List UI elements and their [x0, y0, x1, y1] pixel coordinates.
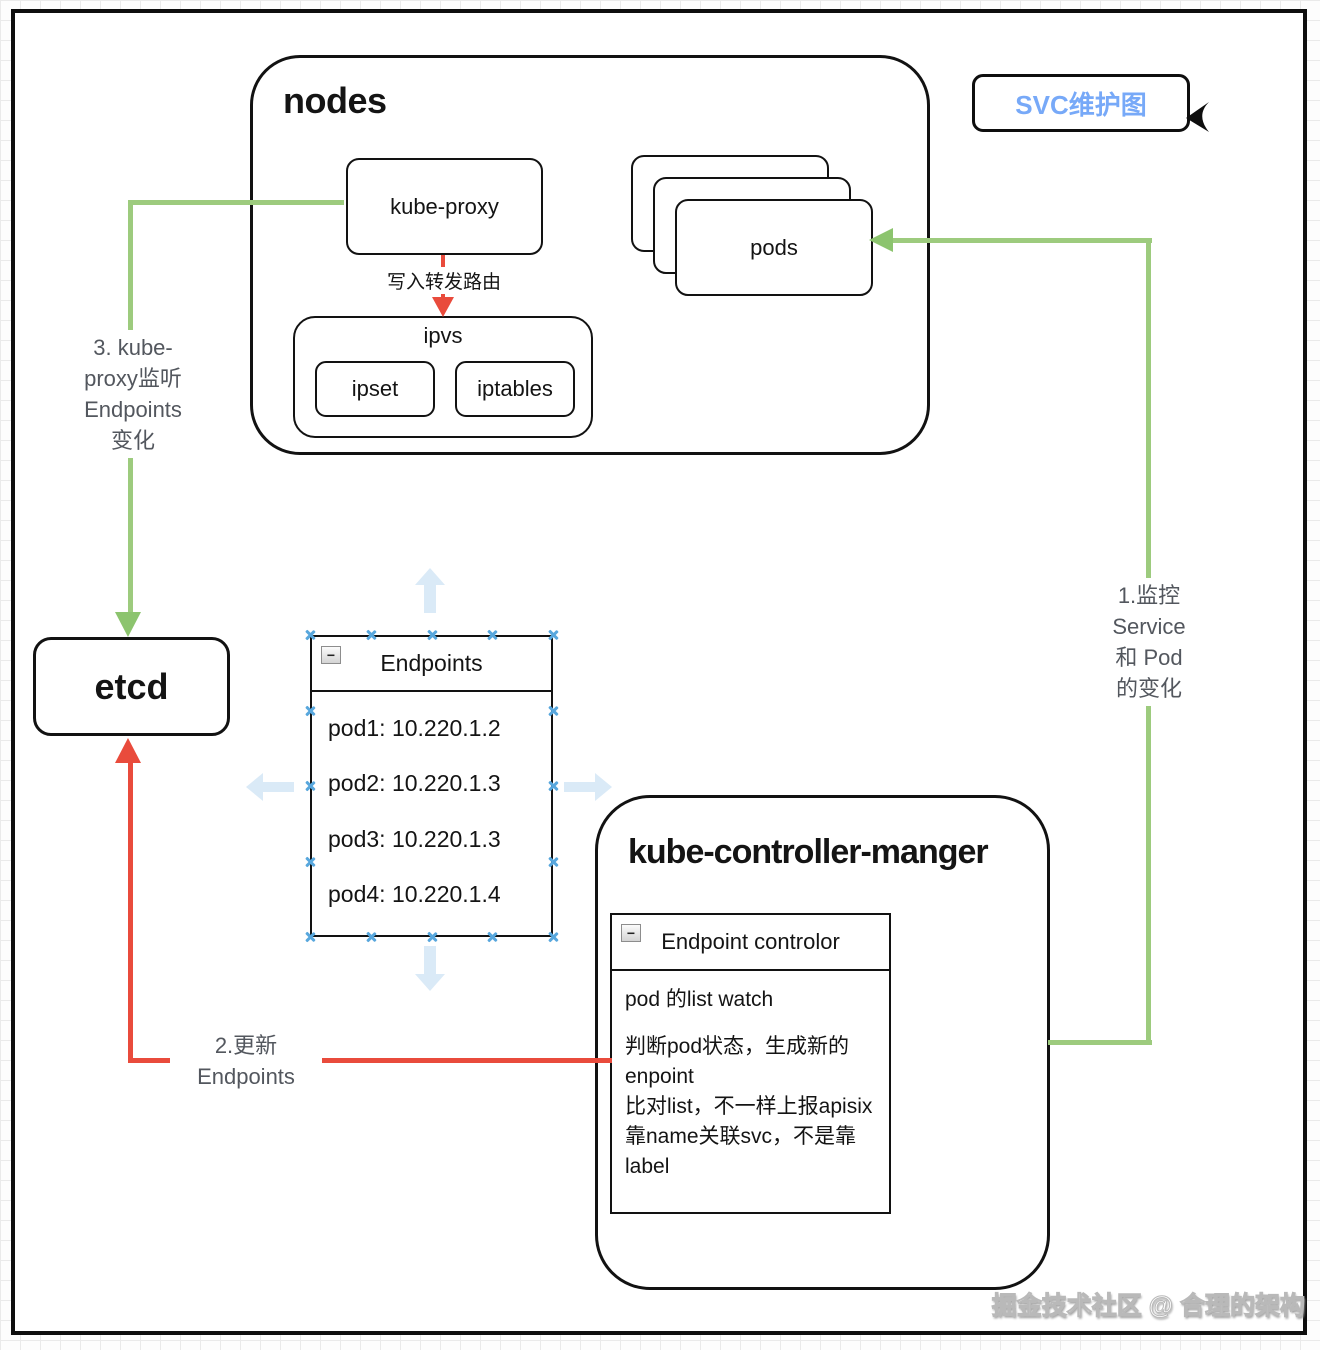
endpoint-row: pod1: 10.220.1.2 — [328, 715, 501, 741]
ipvs-label: ipvs — [423, 323, 463, 348]
connector-controller-pods-h2[interactable] — [891, 238, 1152, 243]
endpoints-table-header: − Endpoints — [312, 637, 551, 692]
controller-note: 比对list，不一样上报apisix — [625, 1095, 873, 1118]
step1-label: 1.监控 Service 和 Pod 的变化 — [1096, 578, 1202, 706]
etcd-label: etcd — [94, 665, 169, 707]
selection-handle[interactable] — [486, 629, 498, 641]
step1-line3: 和 Pod — [1115, 645, 1183, 670]
endpoint-controller-table[interactable]: − Endpoint controlor pod 的list watch 判断p… — [610, 913, 891, 1214]
endpoints-table-body: pod1: 10.220.1.2 pod2: 10.220.1.3 pod3: … — [312, 692, 551, 932]
nodes-group[interactable]: nodes kube-proxy pods 写入转发路由 ipvs ipset … — [250, 55, 930, 455]
controller-note: 靠name关联svc，不是靠label — [625, 1125, 857, 1178]
pods-label: pods — [750, 234, 798, 260]
collapse-icon[interactable]: − — [321, 646, 341, 664]
selection-handle[interactable] — [547, 629, 559, 641]
step2-line1: 2.更新 — [214, 1033, 278, 1058]
etcd-box[interactable]: etcd — [33, 637, 230, 736]
cursor-icon — [1186, 102, 1209, 132]
selection-handle[interactable] — [547, 780, 559, 792]
step3-line3: Endpoints — [84, 397, 182, 422]
controller-note: pod 的list watch — [625, 988, 774, 1011]
ipset-label: ipset — [351, 376, 399, 401]
selection-handle[interactable] — [365, 931, 377, 943]
step3-label: 3. kube- proxy监听 Endpoints 变化 — [35, 330, 231, 458]
endpoint-row: pod4: 10.220.1.4 — [328, 880, 501, 907]
collapse-icon[interactable]: − — [621, 924, 641, 942]
connector-update-endpoints-h[interactable] — [128, 1058, 612, 1063]
selection-handle[interactable] — [547, 931, 559, 943]
endpoint-row: pod2: 10.220.1.3 — [328, 770, 501, 797]
kube-proxy-label: kube-proxy — [390, 193, 499, 219]
endpoints-table-title: Endpoints — [380, 650, 483, 676]
endpoints-table[interactable]: − Endpoints pod1: 10.220.1.2 pod2: 10.22… — [310, 635, 553, 937]
collapse-glyph: − — [326, 647, 336, 663]
selection-handle[interactable] — [547, 856, 559, 868]
connector-controller-pods-h1[interactable] — [1048, 1040, 1152, 1045]
ipvs-box[interactable]: ipvs ipset iptables — [293, 316, 593, 438]
iptables-box[interactable]: iptables — [455, 361, 575, 417]
svc-title-badge[interactable]: SVC维护图 — [972, 74, 1190, 132]
arrowhead-down-etcd — [115, 612, 141, 637]
step1-line1: 1.监控 — [1117, 583, 1181, 608]
expand-left-arrow[interactable] — [246, 773, 294, 801]
kube-proxy-box[interactable]: kube-proxy — [346, 158, 543, 255]
selection-handle[interactable] — [304, 856, 316, 868]
arrowhead-up-etcd — [115, 738, 141, 763]
connector-kubeproxy-etcd-v2[interactable] — [128, 452, 133, 614]
selection-handle[interactable] — [304, 705, 316, 717]
controller-note: 判断pod状态，生成新的enpoint — [625, 1035, 850, 1088]
endpoint-controller-header: − Endpoint controlor — [612, 915, 889, 971]
route-label: 写入转发路由 — [361, 267, 527, 294]
arrowhead-down-ipvs — [432, 297, 454, 317]
endpoint-row: pod3: 10.220.1.3 — [328, 825, 501, 852]
arrowhead-left-pods — [869, 228, 893, 252]
ipset-box[interactable]: ipset — [315, 361, 435, 417]
connector-kubeproxy-etcd-h[interactable] — [130, 200, 344, 205]
expand-up-arrow[interactable] — [415, 568, 445, 613]
watermark: 掘金技术社区 @ 合理的架构 — [991, 1292, 1305, 1321]
step2-line2: Endpoints — [197, 1064, 295, 1089]
connector-update-endpoints-v[interactable] — [128, 760, 133, 1063]
endpoint-controller-title: Endpoint controlor — [661, 929, 840, 954]
expand-right-arrow[interactable] — [564, 773, 612, 801]
step3-line1: 3. kube- — [93, 335, 173, 360]
selection-handle[interactable] — [304, 629, 316, 641]
nodes-title: nodes — [283, 80, 387, 121]
selection-handle[interactable] — [426, 931, 438, 943]
step1-line2: Service — [1112, 614, 1186, 639]
selection-handle[interactable] — [426, 629, 438, 641]
step1-line4: 的变化 — [1115, 676, 1182, 701]
endpoint-controller-body: pod 的list watch 判断pod状态，生成新的enpoint 比对li… — [612, 971, 889, 1192]
step3-line2: proxy监听 — [84, 366, 182, 391]
iptables-label: iptables — [477, 376, 553, 401]
svc-badge-label: SVC维护图 — [1015, 89, 1147, 120]
step2-label: 2.更新 Endpoints — [170, 1028, 322, 1094]
pods-box-front[interactable]: pods — [675, 199, 873, 296]
selection-handle[interactable] — [547, 705, 559, 717]
collapse-glyph: − — [626, 925, 636, 941]
kube-controller-manager-title: kube-controller-manger — [628, 833, 989, 871]
selection-handle[interactable] — [486, 931, 498, 943]
selection-handle[interactable] — [304, 931, 316, 943]
selection-handle[interactable] — [365, 629, 377, 641]
expand-down-arrow[interactable] — [415, 946, 445, 991]
selection-handle[interactable] — [304, 780, 316, 792]
step3-line4: 变化 — [110, 428, 155, 453]
connector-kubeproxy-etcd-v1[interactable] — [128, 200, 133, 338]
